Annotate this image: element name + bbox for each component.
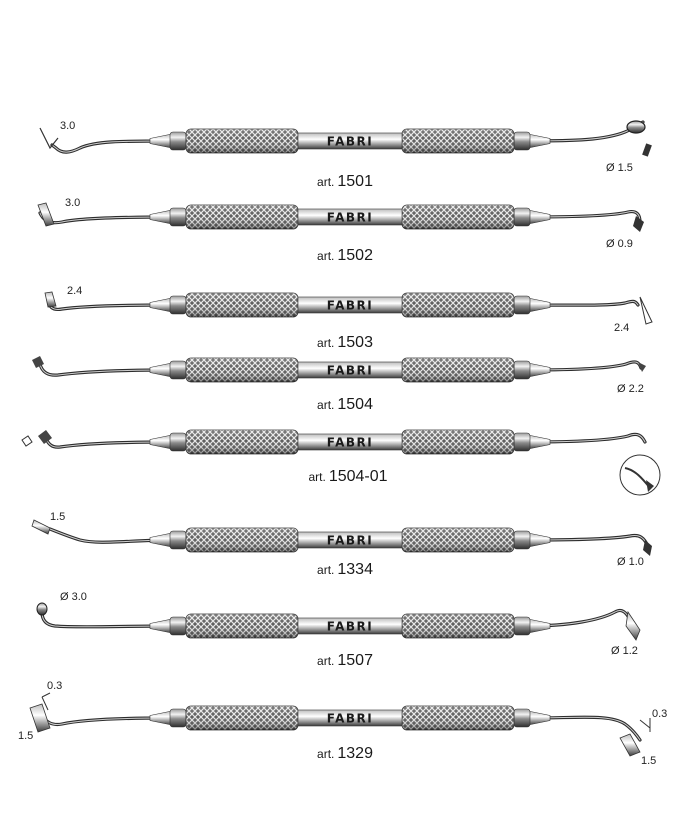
art-label-1501: art.1501 — [317, 174, 373, 190]
art-label-1504: art.1504 — [317, 397, 373, 413]
art-number: 1503 — [337, 334, 373, 351]
blade-tip-left — [31, 519, 51, 535]
art-number: 1329 — [337, 745, 373, 762]
art-label-1504-01: art.1504-01 — [308, 469, 387, 485]
dimension-left-1329: 0.3 — [47, 680, 63, 692]
blade-tip-right — [619, 733, 641, 757]
art-number: 1501 — [337, 173, 373, 190]
loop-tip-inset — [39, 127, 59, 150]
dimension-left-1507: Ø 3.0 — [60, 591, 87, 603]
brand-engraving: FABRI — [327, 211, 373, 225]
tip-detail-inset — [619, 454, 661, 496]
instrument-1501: FABRI — [50, 120, 645, 154]
diamond-tip-left-detail — [38, 430, 52, 444]
art-prefix: art. — [308, 470, 326, 484]
instrument-1503: FABRI — [46, 292, 640, 318]
instrument-1329: FABRI — [38, 705, 642, 742]
blade-tip-left — [29, 703, 51, 733]
instrument-1504-01: FABRI — [44, 429, 647, 455]
blade-tip-right — [643, 540, 652, 556]
art-number: 1504-01 — [328, 468, 388, 485]
brand-engraving: FABRI — [327, 299, 373, 313]
art-prefix: art. — [317, 175, 335, 189]
spatula-tip-left — [44, 291, 57, 308]
art-prefix: art. — [317, 747, 335, 761]
dimension-left-1502: 3.0 — [65, 197, 81, 209]
mirror-detail-icon — [642, 143, 652, 157]
dimension-right-1334: Ø 1.0 — [617, 556, 644, 568]
dimension-right-1504: Ø 2.2 — [617, 383, 644, 395]
brand-engraving: FABRI — [327, 712, 373, 726]
dimension-left-2-1329: 1.5 — [18, 730, 34, 742]
diamond-tip-left — [32, 356, 44, 368]
diamond-tip-right — [638, 362, 646, 372]
brand-engraving: FABRI — [327, 135, 373, 149]
brand-engraving: FABRI — [327, 364, 373, 378]
art-prefix: art. — [317, 336, 335, 350]
diamond-tip-left — [21, 435, 33, 447]
art-label-1502: art.1502 — [317, 248, 373, 264]
spatula-tip-left — [37, 202, 55, 227]
instrument-1507: FABRI — [40, 608, 638, 639]
instrument-1502: FABRI — [38, 204, 642, 230]
art-prefix: art. — [317, 654, 335, 668]
art-prefix: art. — [317, 398, 335, 412]
art-number: 1504 — [337, 396, 373, 413]
art-label-1503: art.1503 — [317, 335, 373, 351]
art-label-1507: art.1507 — [317, 653, 373, 669]
art-number: 1507 — [337, 652, 373, 669]
dimension-right-1502: Ø 0.9 — [606, 238, 633, 250]
mirror-tip-icon — [626, 120, 646, 134]
dimension-left-1334: 1.5 — [50, 511, 66, 523]
dimension-right-1329: 0.3 — [652, 708, 668, 720]
dimension-tick-right — [639, 718, 651, 732]
dimension-left-1503: 2.4 — [67, 285, 83, 297]
art-prefix: art. — [317, 249, 335, 263]
art-number: 1502 — [337, 247, 373, 264]
spatula-tip-right — [633, 216, 644, 232]
brand-engraving: FABRI — [327, 620, 373, 634]
loop-tip-inset — [639, 296, 653, 325]
dimension-right-1503: 2.4 — [614, 322, 630, 334]
condenser-tip-right — [625, 610, 641, 641]
dimension-right-1507: Ø 1.2 — [611, 645, 638, 657]
tip-detail-diamond — [646, 480, 654, 492]
art-label-1334: art.1334 — [317, 562, 373, 578]
art-label-1329: art.1329 — [317, 746, 373, 762]
instrument-1504: FABRI — [38, 357, 643, 383]
dimension-right-1501: Ø 1.5 — [606, 162, 633, 174]
dimension-left-1501: 3.0 — [60, 120, 76, 132]
instrument-1334: FABRI — [48, 527, 650, 553]
brand-engraving: FABRI — [327, 534, 373, 548]
dimension-tick-left — [41, 692, 51, 711]
art-number: 1334 — [337, 561, 373, 578]
brand-engraving: FABRI — [327, 436, 373, 450]
ball-tip-icon — [36, 602, 48, 616]
art-prefix: art. — [317, 563, 335, 577]
dimension-right-2-1329: 1.5 — [641, 755, 657, 767]
